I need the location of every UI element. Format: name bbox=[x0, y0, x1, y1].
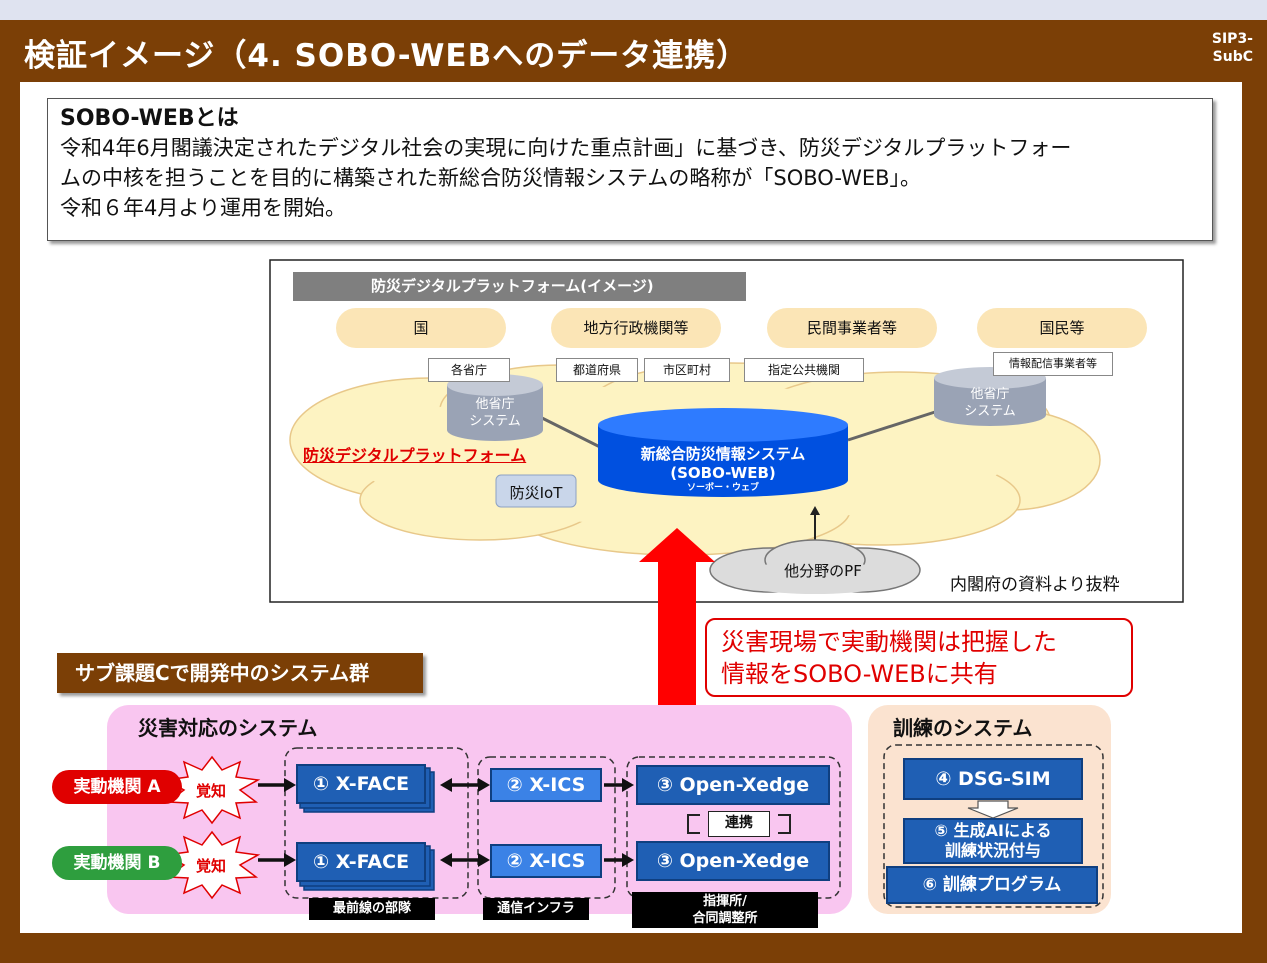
stakeholder-citizens: 国民等 bbox=[977, 308, 1147, 348]
kakuchi-b: 覚知 bbox=[196, 857, 227, 875]
label-command-post-line-1: 指揮所/ bbox=[703, 894, 747, 909]
response-title: 災害対応のシステム bbox=[138, 716, 318, 740]
iot-box bbox=[495, 474, 577, 508]
training-title: 訓練のシステム bbox=[893, 716, 1033, 740]
training-program: ⑥ 訓練プログラム bbox=[886, 866, 1098, 904]
left-cylinder-line-2: システム bbox=[469, 414, 521, 429]
bottom-frame bbox=[0, 933, 1267, 963]
definition-line-1: 令和4年6月閣議決定されたデジタル社会の実現に向けた重点計画」に基づき、防災デジ… bbox=[60, 136, 1072, 160]
iot-label: 防災IoT bbox=[509, 484, 563, 502]
agency-b: 実動機関 B bbox=[52, 846, 182, 880]
openxedge-a: ③ Open-Xedge bbox=[636, 765, 830, 805]
platform-title: 防災デジタルプラットフォーム(イメージ) bbox=[293, 272, 746, 301]
sublabel-municipalities: 市区町村 bbox=[644, 358, 730, 382]
dsg-sim: ④ DSG-SIM bbox=[903, 758, 1083, 800]
group-training bbox=[883, 744, 1104, 908]
badge-line-1: SIP3- bbox=[1211, 31, 1253, 47]
sublabel-public-institutions: 指定公共機関 bbox=[744, 358, 864, 382]
sobo-web-reading: ソーボー・ウェブ bbox=[686, 483, 759, 493]
sublabel-prefectures: 都道府県 bbox=[556, 358, 638, 382]
kakuchi-burst-a bbox=[163, 755, 261, 825]
share-arrow-head bbox=[639, 528, 715, 562]
kakuchi-burst-b bbox=[163, 830, 261, 900]
center-cylinder-shape bbox=[598, 408, 848, 497]
callout-line-2: 情報をSOBO-WEBに共有 bbox=[721, 660, 998, 688]
label-front-line: 最前線の部隊 bbox=[309, 898, 435, 920]
stakeholder-kuni: 国 bbox=[336, 308, 506, 348]
openxedge-b: ③ Open-Xedge bbox=[636, 841, 830, 881]
definition-heading: SOBO-WEBとは bbox=[60, 106, 239, 131]
xics-a: ② X-ICS bbox=[490, 768, 602, 802]
left-cylinder-line-1: 他省庁 bbox=[475, 397, 515, 412]
sobo-web-line-2: (SOBO-WEB) bbox=[670, 464, 776, 482]
stakeholder-local-gov: 地方行政機関等 bbox=[551, 308, 721, 348]
xface-b: ① X-FACE bbox=[296, 842, 426, 882]
callout-line-1: 災害現場で実動機関は把握した bbox=[721, 628, 1057, 656]
link-right bbox=[847, 410, 936, 442]
definition-line-2: ムの中核を担うことを目的に構築された新総合防災情報システムの略称が「SOBO-W… bbox=[60, 166, 922, 190]
page-title: 検証イメージ（4. SOBO-WEBへのデータ連携） bbox=[24, 38, 749, 74]
badge-line-2: SubC bbox=[1212, 49, 1253, 65]
right-cylinder-line-2: システム bbox=[964, 404, 1016, 419]
right-cylinder-label: 他省庁 システム bbox=[946, 386, 1034, 420]
group-cmd bbox=[626, 756, 841, 899]
other-pf-label: 他分野のPF bbox=[784, 562, 862, 580]
sobo-web-label: 新総合防災情報システム (SOBO-WEB) ソーボー・ウェブ bbox=[610, 445, 836, 494]
share-callout: 災害現場で実動機関は把握した 情報をSOBO-WEBに共有 bbox=[705, 618, 1133, 697]
definition-box: SOBO-WEBとは 令和4年6月閣議決定されたデジタル社会の実現に向けた重点計… bbox=[47, 98, 1213, 241]
subc-title: サブ課題Cで開発中のシステム群 bbox=[57, 653, 423, 693]
platform-cloud-label: 防災デジタルプラットフォーム bbox=[303, 446, 527, 465]
ai-training-line-1: ⑤ 生成AIによる bbox=[934, 821, 1052, 840]
left-cylinder-label: 他省庁 システム bbox=[455, 396, 535, 430]
sublabel-ministries: 各省庁 bbox=[428, 358, 510, 382]
ai-training-status: ⑤ 生成AIによる 訓練状況付与 bbox=[903, 818, 1083, 864]
xface-a: ① X-FACE bbox=[296, 764, 426, 804]
xics-b: ② X-ICS bbox=[490, 844, 602, 878]
ai-training-line-2: 訓練状況付与 bbox=[944, 841, 1041, 860]
source-note: 内閣府の資料より抜粋 bbox=[950, 575, 1120, 595]
label-command-post: 指揮所/ 合同調整所 bbox=[632, 892, 818, 928]
right-cylinder-line-1: 他省庁 bbox=[970, 387, 1010, 402]
agency-a: 実動機関 A bbox=[52, 770, 182, 804]
left-frame bbox=[0, 82, 20, 933]
sobo-web-line-1: 新総合防災情報システム bbox=[640, 445, 806, 463]
other-pf-cloud bbox=[709, 539, 921, 594]
definition-line-3: 令和６年4月より運用を開始。 bbox=[60, 196, 346, 220]
label-comm-infra: 通信インフラ bbox=[483, 898, 589, 920]
training-down-arrow bbox=[967, 800, 1019, 819]
renkei-label: 連携 bbox=[708, 811, 770, 837]
sip3-badge: SIP3- SubC bbox=[1199, 30, 1253, 66]
top-strip bbox=[0, 0, 1267, 20]
title-bar bbox=[0, 20, 1267, 82]
right-frame bbox=[1242, 82, 1267, 933]
sublabel-info-distributors: 情報配信事業者等 bbox=[993, 352, 1113, 376]
label-command-post-line-2: 合同調整所 bbox=[692, 911, 758, 926]
link-left bbox=[541, 416, 601, 449]
kakuchi-a: 覚知 bbox=[196, 782, 227, 800]
stakeholder-private: 民間事業者等 bbox=[767, 308, 937, 348]
